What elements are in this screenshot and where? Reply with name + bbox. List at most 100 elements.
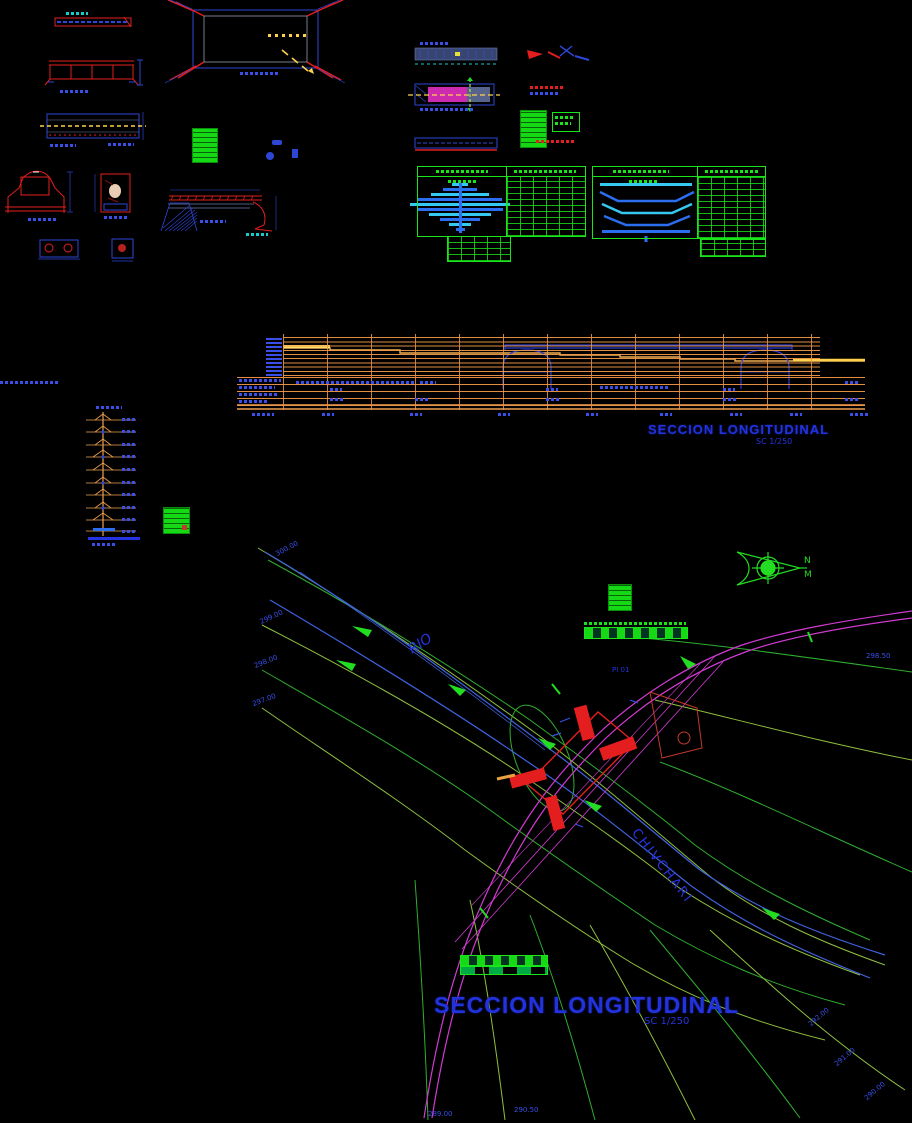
table1-header-rule bbox=[418, 176, 585, 177]
station-label bbox=[498, 413, 510, 416]
bank-dim bbox=[200, 220, 226, 223]
station-label bbox=[586, 413, 598, 416]
profile-row-label bbox=[239, 400, 269, 403]
deck-plan-drawing bbox=[164, 0, 346, 84]
north-label-n: N bbox=[804, 556, 811, 566]
north-arrow bbox=[736, 551, 807, 586]
plan-dim bbox=[50, 144, 76, 147]
deck-dim bbox=[240, 72, 280, 75]
graphic-scale-bar-1 bbox=[584, 627, 688, 639]
station-label bbox=[790, 413, 802, 416]
pier-dim bbox=[104, 216, 128, 219]
table2-grid bbox=[698, 177, 765, 238]
profile-annotation bbox=[296, 381, 416, 384]
bank-label bbox=[246, 233, 268, 236]
plan-bridge-red bbox=[496, 691, 703, 831]
station-label bbox=[252, 413, 274, 416]
mini-station bbox=[122, 468, 136, 471]
plan-road-ticks bbox=[479, 631, 813, 919]
profile-value bbox=[845, 398, 859, 401]
steel-table1-bars bbox=[410, 183, 510, 233]
profile-value bbox=[723, 388, 735, 391]
profile-value bbox=[845, 381, 859, 384]
plan-section-scale: SC 1/250 bbox=[644, 1016, 690, 1027]
beam-bottom-view-drawing bbox=[414, 137, 498, 151]
rebar-note bbox=[530, 92, 560, 95]
mini-profile-caption bbox=[92, 543, 116, 546]
mini-station bbox=[122, 455, 136, 458]
steel-schedule-table-2 bbox=[592, 166, 766, 239]
profile-value bbox=[330, 388, 342, 391]
legend-box-small bbox=[552, 112, 580, 132]
station-label bbox=[322, 413, 334, 416]
profile-annotation bbox=[600, 386, 670, 389]
mini-profile-underline bbox=[88, 537, 140, 540]
steel-table2-bars bbox=[599, 183, 695, 242]
graphic-scale-box-2 bbox=[460, 966, 548, 975]
contour-elevation-label: 290.50 bbox=[514, 1106, 539, 1114]
mini-station bbox=[122, 481, 136, 484]
beam-dim bbox=[450, 108, 474, 111]
profile-row-label bbox=[239, 386, 275, 389]
plan-stamp bbox=[608, 584, 632, 611]
mini-station bbox=[122, 493, 136, 496]
plan-river-lines bbox=[264, 551, 886, 979]
profile-row-label bbox=[239, 393, 279, 396]
station-label bbox=[850, 413, 868, 416]
graphic-scale-bar-2 bbox=[460, 955, 548, 966]
beam-top-view-drawing bbox=[414, 47, 498, 65]
scale-bar-numbers bbox=[584, 622, 686, 625]
column-detail-drawing bbox=[111, 238, 134, 262]
riverbank-elevation-drawing bbox=[160, 189, 277, 232]
mini-profile-title bbox=[96, 406, 122, 409]
legend-stamp-1 bbox=[192, 128, 218, 163]
contour-elevation-label: 289.00 bbox=[428, 1110, 453, 1118]
rebar-symbols bbox=[527, 45, 590, 61]
pi-station-label: PI 01 bbox=[612, 666, 630, 674]
mini-station bbox=[122, 506, 136, 509]
stamp-red-dot bbox=[182, 525, 187, 530]
north-label-m: M bbox=[804, 570, 812, 580]
station-label bbox=[730, 413, 742, 416]
elev-dim bbox=[60, 90, 90, 93]
profile-annotation bbox=[420, 381, 436, 384]
mini-station bbox=[122, 530, 136, 533]
rebar-note bbox=[530, 86, 564, 89]
profile-value bbox=[330, 398, 344, 401]
table1-grid bbox=[507, 177, 585, 236]
table1-divider bbox=[506, 167, 507, 236]
mini-station bbox=[122, 418, 136, 421]
deck-plan-symbols bbox=[266, 140, 298, 160]
plan-section-title: SECCION LONGITUDINAL bbox=[434, 992, 739, 1018]
plan-dim bbox=[108, 143, 134, 146]
bridge-elevation-drawing bbox=[44, 59, 143, 86]
steel-summary-table-2 bbox=[700, 239, 766, 257]
profile-elevation-axis bbox=[266, 336, 282, 376]
beam-dim bbox=[420, 42, 450, 45]
profile-row-label bbox=[239, 379, 281, 382]
abutment-section-drawing bbox=[5, 170, 73, 213]
legend-stamp-3 bbox=[163, 507, 190, 534]
profile-value bbox=[723, 398, 737, 401]
station-label bbox=[660, 413, 672, 416]
deck-plan-strip-drawing bbox=[40, 112, 146, 140]
profile-section-scale: SC 1/250 bbox=[756, 437, 793, 446]
profile-section-title: SECCION LONGITUDINAL bbox=[648, 422, 830, 437]
station-label bbox=[410, 413, 422, 416]
rebar-note bbox=[536, 140, 576, 143]
abut-dim bbox=[28, 218, 58, 221]
profile-value bbox=[415, 398, 429, 401]
steel-summary-table-1 bbox=[447, 236, 511, 262]
mini-station bbox=[122, 518, 136, 521]
contour-elevation-label: 298.50 bbox=[866, 652, 891, 660]
mini-station bbox=[122, 430, 136, 433]
detail-label bbox=[66, 12, 88, 15]
profile-value bbox=[546, 398, 560, 401]
profile-annotation bbox=[0, 381, 60, 384]
steel-schedule-table-1 bbox=[417, 166, 586, 237]
profile-value bbox=[546, 388, 558, 391]
pier-detail-drawing bbox=[94, 173, 131, 213]
beam-dim bbox=[420, 108, 450, 111]
plan-blue-marks bbox=[551, 699, 639, 828]
